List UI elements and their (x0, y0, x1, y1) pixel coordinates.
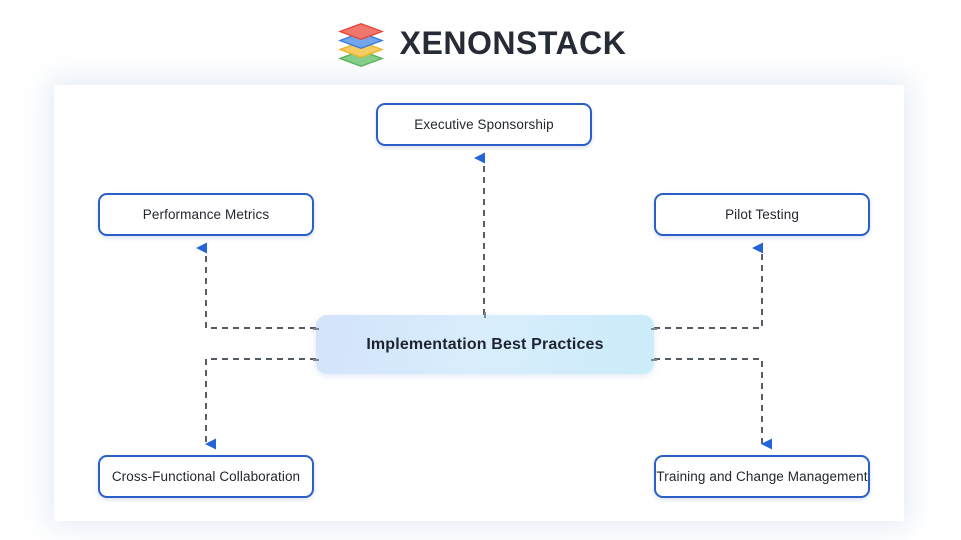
node-label-training-and-change-management: Training and Change Management (656, 469, 868, 484)
node-label-pilot-testing: Pilot Testing (725, 207, 799, 222)
connector-handle-left-top[interactable] (313, 328, 319, 330)
brand-header: XENONSTACK (0, 0, 961, 85)
connector-handle-right-bottom[interactable] (651, 359, 657, 361)
xenonstack-stacked-layers-logo-icon (335, 18, 387, 68)
brand-wordmark: XENONSTACK (399, 24, 627, 61)
node-training-and-change-management[interactable]: Training and Change Management (654, 455, 870, 498)
node-cross-functional-collaboration[interactable]: Cross-Functional Collaboration (98, 455, 314, 498)
node-label-cross-functional-collaboration: Cross-Functional Collaboration (111, 469, 301, 484)
connector-handle-right-top[interactable] (651, 328, 657, 330)
connector-handle-left-bottom[interactable] (313, 359, 319, 361)
node-label-implementation-best-practices: Implementation Best Practices (366, 335, 604, 353)
node-label-performance-metrics: Performance Metrics (142, 207, 270, 222)
node-performance-metrics[interactable]: Performance Metrics (98, 193, 314, 236)
node-implementation-best-practices[interactable]: Implementation Best Practices (313, 312, 657, 374)
node-label-executive-sponsorship: Executive Sponsorship (414, 117, 554, 132)
connector-handle-top[interactable] (484, 312, 486, 318)
node-pilot-testing[interactable]: Pilot Testing (654, 193, 870, 236)
node-executive-sponsorship[interactable]: Executive Sponsorship (376, 103, 592, 146)
